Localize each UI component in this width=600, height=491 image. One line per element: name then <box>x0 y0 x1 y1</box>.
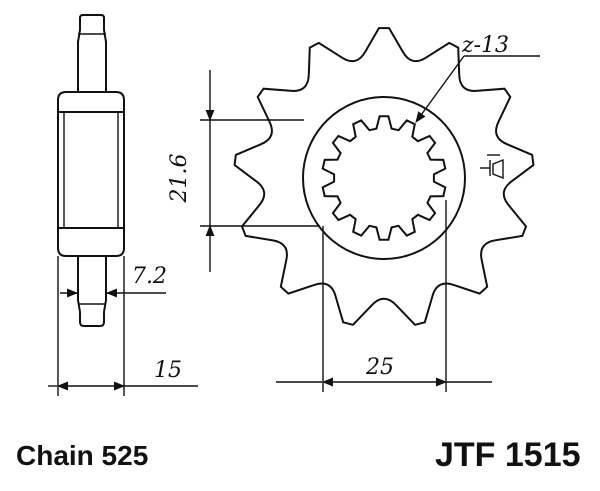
front-view: 21.6 25 z-13 <box>167 27 540 392</box>
chain-size-label: Chain 525 <box>16 440 149 471</box>
side-top-hub <box>57 91 125 113</box>
bore-circle <box>302 96 466 260</box>
dimension-hub-text: 15 <box>154 358 182 383</box>
dimension-width-text: 7.2 <box>132 264 167 289</box>
part-number-label: JTF 1515 <box>435 436 581 474</box>
side-bottom-tooth <box>77 255 107 327</box>
surface-finish-symbol <box>480 154 504 180</box>
side-top-tooth <box>77 14 107 93</box>
teeth-count-text: z-13 <box>461 33 509 58</box>
sprocket-teeth-outline <box>233 27 535 326</box>
dimension-bore-text: 25 <box>365 355 394 380</box>
side-bottom-hub <box>57 227 125 257</box>
spline-outline <box>321 115 447 241</box>
side-bore-body <box>57 111 125 229</box>
side-section-view: 7.2 15 <box>48 14 198 396</box>
dimension-height-text: 21.6 <box>167 154 192 204</box>
